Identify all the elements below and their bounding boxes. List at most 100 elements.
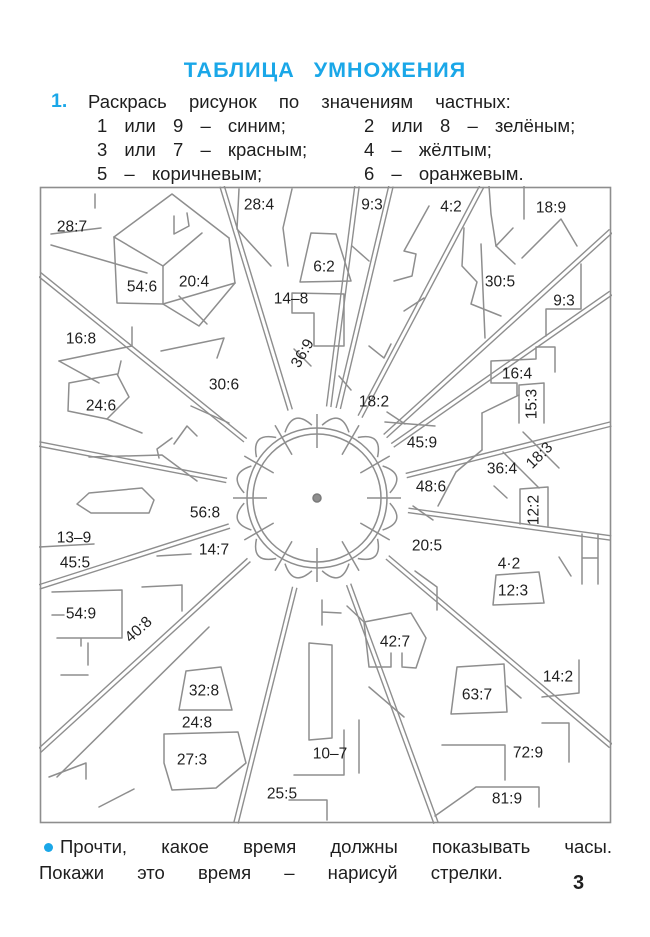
region-label: 30:6 [209,376,239,393]
region-label: 18:3 [523,439,556,472]
maze-line [495,227,514,247]
maze-line [488,185,497,247]
clock-petal [321,563,350,579]
region-label: 42:7 [380,633,410,650]
clock-hour-tick [359,522,391,541]
page-title: ТАБЛИЦА УМНОЖЕНИЯ [183,58,467,82]
maze-line [502,451,540,489]
region-label: 10–7 [313,745,347,762]
region-label: 20:4 [179,273,210,290]
maze-line [581,533,599,585]
clock-hour-tick [341,424,360,456]
ray-line [386,232,613,439]
maze-line [106,418,143,434]
maze-line [38,543,95,548]
maze-line [156,553,192,557]
clock-petal [236,465,252,494]
ray-line [405,421,611,475]
maze-line [368,686,405,718]
maze-line [493,485,508,499]
ray-line [39,271,248,440]
clock-petal [236,502,252,531]
clock-petal [284,417,313,433]
maze-line [351,245,370,262]
clock-center-dot[interactable] [312,493,322,503]
ray-line [406,425,612,479]
ray-line [39,527,231,590]
region-label: 32:8 [189,682,219,699]
maze-line [50,244,148,274]
maze-line [162,232,203,267]
legend-item-green: 2 или 8 – зелёным; [364,115,576,136]
region-label: 12:2 [525,495,542,525]
region-label: 14:7 [199,541,229,558]
footer-task-line2: Покажи это время – нарисуй стрелки. [39,862,503,883]
region-label: 56:8 [190,504,220,521]
maze-line [434,786,540,817]
ray-line [361,186,485,419]
ray-line [38,445,227,484]
maze-line [412,505,434,521]
maze-line [541,722,570,763]
region-label: 45:5 [60,554,90,571]
maze-line [160,337,225,359]
clock-face[interactable] [233,414,401,582]
maze-line [481,394,520,414]
region-label: 40:8 [122,613,156,646]
maze-line [67,373,130,420]
maze-line [363,612,427,669]
region-label: 6:2 [313,258,335,275]
region-label: 72:9 [513,744,543,761]
region-label: 13–9 [57,529,91,546]
region-label: 28:4 [244,196,275,213]
ray-line [37,557,248,750]
maze-line [291,292,345,347]
legend-row: 1 или 9 – синим; 2 или 8 – зелёным; [0,115,650,139]
maze-line [293,729,345,776]
region-label: 25:5 [267,785,297,802]
region-label: 54:6 [127,278,157,295]
puzzle-border [39,186,612,824]
region-label: 24:8 [182,714,212,731]
ray-line [357,184,481,416]
maze-line [518,382,545,424]
ray-line [350,583,439,823]
region-label: 12:3 [498,582,528,599]
clock-petal [357,435,380,458]
legend-item-red: 3 или 7 – красным; [97,139,308,160]
clock-petal [382,465,398,494]
legend-item-blue: 1 или 9 – синим; [97,115,286,136]
maze-line [293,348,312,367]
region-label: 4·2 [498,555,520,572]
ray-line [339,186,394,410]
ray-line [237,587,298,824]
maze-line [50,227,102,235]
maze-line [450,663,508,715]
maze-line [113,193,230,239]
ray-line [223,185,293,410]
maze-line [519,486,549,527]
clock-inner-rim [252,433,382,563]
maze-line [308,642,333,741]
ray-line [233,586,294,823]
maze-line [228,237,236,284]
maze-line [506,685,522,699]
ray-line [393,294,613,448]
maze-line [173,212,190,235]
maze-line [173,425,198,445]
region-label: 27:3 [177,751,207,768]
clock-petal [284,563,313,579]
legend-row: 5 – коричневым; 6 – оранжевым. [0,163,650,187]
maze-line [113,236,236,305]
region-label: 16:4 [502,365,533,382]
region-label: 54:9 [66,605,96,622]
maze-line [288,799,328,821]
clock-hour-tick [243,455,275,474]
region-label: 48:6 [416,478,446,495]
maze-line [384,421,436,427]
exercise-number: 1. [51,90,68,112]
